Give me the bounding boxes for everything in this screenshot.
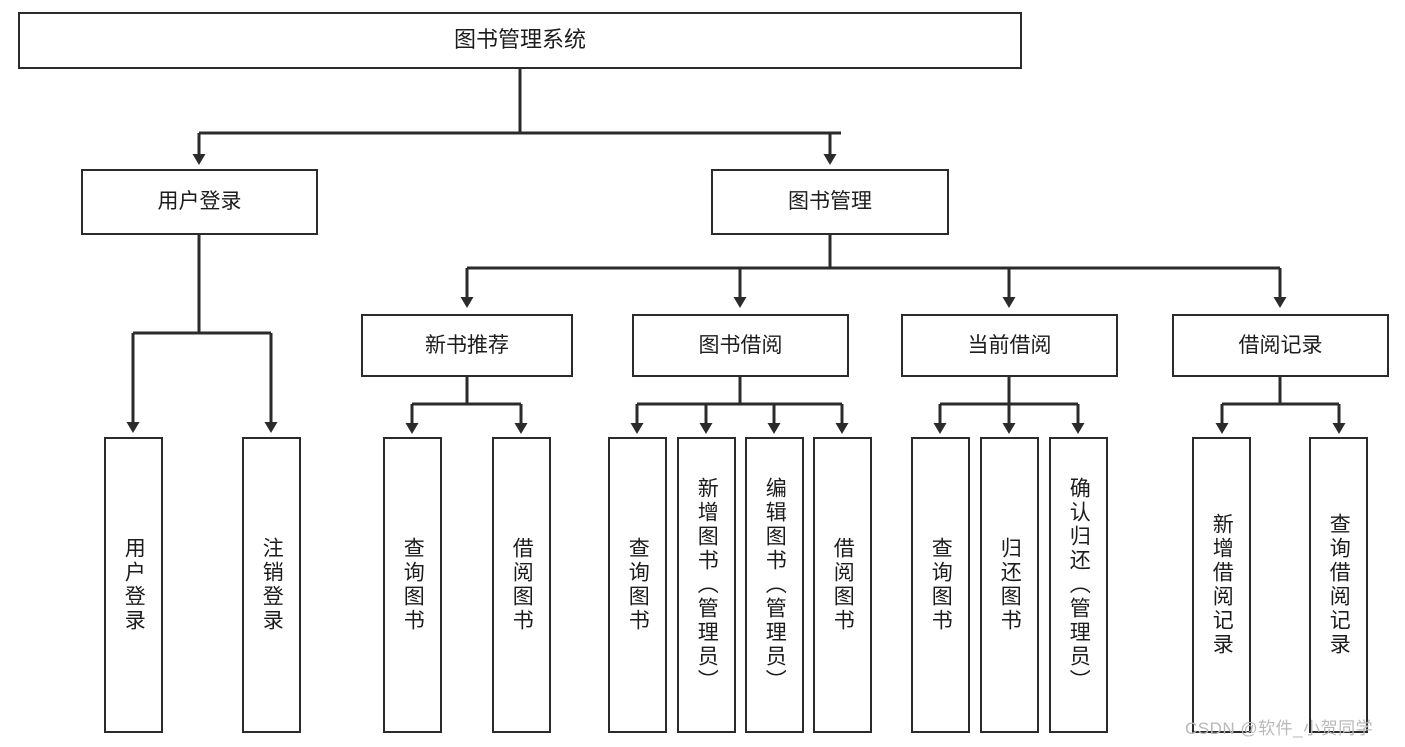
node-book-management[interactable]: 图书管理 <box>711 169 949 235</box>
leaf-borrow-add-book-admin[interactable]: 新增图书（管理员） <box>677 437 736 733</box>
leaf-records-add-record-label: 新增借阅记录 <box>1210 513 1234 657</box>
leaf-newbook-borrow-book-label: 借阅图书 <box>510 537 534 633</box>
leaf-borrow-add-book-admin-label: 新增图书（管理员） <box>695 477 719 693</box>
node-borrow-records[interactable]: 借阅记录 <box>1172 314 1389 377</box>
leaf-records-query-record[interactable]: 查询借阅记录 <box>1309 437 1368 733</box>
node-new-book-recommend[interactable]: 新书推荐 <box>361 314 573 377</box>
node-current-borrow[interactable]: 当前借阅 <box>901 314 1118 377</box>
leaf-borrow-borrow-book[interactable]: 借阅图书 <box>813 437 872 733</box>
node-book-borrow[interactable]: 图书借阅 <box>632 314 849 377</box>
leaf-borrow-query-book[interactable]: 查询图书 <box>608 437 667 733</box>
leaf-current-return-book[interactable]: 归还图书 <box>980 437 1039 733</box>
node-user-login-label: 用户登录 <box>157 190 242 214</box>
node-root[interactable]: 图书管理系统 <box>18 12 1022 69</box>
leaf-current-confirm-return-admin[interactable]: 确认归还（管理员） <box>1049 437 1108 733</box>
leaf-newbook-query-book-label: 查询图书 <box>401 537 425 633</box>
node-book-borrow-label: 图书借阅 <box>698 333 783 357</box>
leaf-borrow-borrow-book-label: 借阅图书 <box>831 537 855 633</box>
leaf-user-login-sign-out[interactable]: 注销登录 <box>242 437 301 733</box>
leaf-borrow-edit-book-admin-label: 编辑图书（管理员） <box>763 477 787 693</box>
leaf-user-login-sign-in[interactable]: 用户登录 <box>104 437 163 733</box>
node-root-label: 图书管理系统 <box>453 27 586 53</box>
leaf-newbook-query-book[interactable]: 查询图书 <box>383 437 442 733</box>
leaf-current-return-book-label: 归还图书 <box>998 537 1022 633</box>
leaf-newbook-borrow-book[interactable]: 借阅图书 <box>492 437 551 733</box>
leaf-borrow-query-book-label: 查询图书 <box>626 537 650 633</box>
node-borrow-records-label: 借阅记录 <box>1238 333 1323 357</box>
node-new-book-recommend-label: 新书推荐 <box>425 333 509 357</box>
leaf-borrow-edit-book-admin[interactable]: 编辑图书（管理员） <box>745 437 804 733</box>
leaf-user-login-sign-out-label: 注销登录 <box>260 537 284 633</box>
leaf-user-login-sign-in-label: 用户登录 <box>122 537 146 633</box>
leaf-current-confirm-return-admin-label: 确认归还（管理员） <box>1067 477 1091 693</box>
leaf-records-add-record[interactable]: 新增借阅记录 <box>1192 437 1251 733</box>
leaf-current-query-book[interactable]: 查询图书 <box>911 437 970 733</box>
node-user-login[interactable]: 用户登录 <box>81 169 318 235</box>
leaf-current-query-book-label: 查询图书 <box>929 537 953 633</box>
leaf-records-query-record-label: 查询借阅记录 <box>1327 513 1351 657</box>
csdn-watermark: CSDN @软件_小贺同学 <box>1185 719 1374 738</box>
node-current-borrow-label: 当前借阅 <box>967 333 1052 357</box>
node-book-management-label: 图书管理 <box>788 190 872 214</box>
